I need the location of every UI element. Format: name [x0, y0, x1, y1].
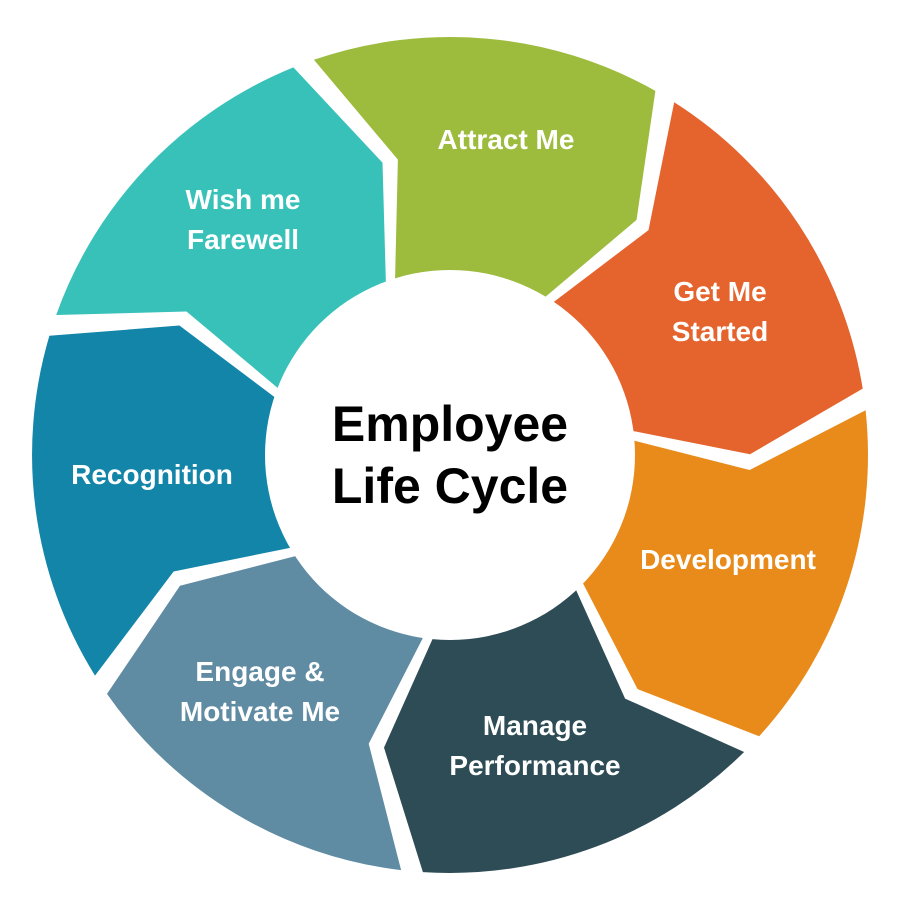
- segment-development: [575, 410, 868, 737]
- center-circle: [265, 270, 635, 640]
- center-title: Employee Life Cycle: [332, 393, 568, 517]
- label-recognition: Recognition: [71, 459, 233, 490]
- center-title-line2: Life Cycle: [331, 458, 569, 514]
- label-attract-me: Attract Me: [437, 124, 575, 155]
- label-engage-motivate: Engage & Motivate Me: [179, 656, 341, 727]
- label-development: Development: [640, 544, 816, 575]
- segment-recognition: [32, 325, 306, 676]
- segment-get-me-started: [541, 102, 863, 455]
- label-manage-performance: Manage Performance: [449, 710, 621, 781]
- label-wish-me-farewell: Wish me Farewell: [185, 184, 301, 255]
- segment-attract-me: [313, 36, 656, 307]
- segment-manage-performance: [384, 575, 745, 873]
- label-get-me-started: Get Me Started: [671, 276, 769, 347]
- segment-engage-motivate: [107, 552, 431, 871]
- segment-wish-me-farewell: [56, 67, 387, 399]
- center-title-line1: Employee: [331, 396, 569, 452]
